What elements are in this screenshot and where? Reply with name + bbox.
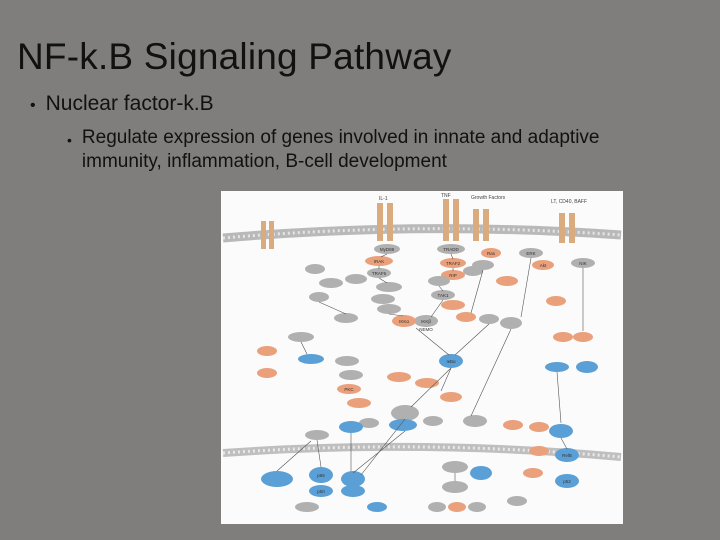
node-label: TAK1 (438, 293, 449, 298)
receptor-label: TNF (441, 193, 451, 199)
node-label: p65 (317, 473, 325, 478)
pathway-edges (276, 253, 584, 481)
receptor-label: IL-1 (379, 196, 388, 202)
node-label: Ras (487, 251, 496, 256)
node-label: ERK (526, 251, 535, 256)
bullet-dot-icon: • (67, 132, 72, 148)
pathway-diagram: IL-1 TNF Growth Factors LT, CD40, BAFF (221, 191, 623, 524)
receptors (261, 199, 575, 249)
node-label: p50 (317, 489, 325, 494)
node-label: IKKβ (421, 319, 431, 324)
node-label: RIP (449, 273, 457, 278)
receptor-label: LT, CD40, BAFF (551, 199, 587, 205)
cell-membrane (222, 224, 622, 243)
bullet-dot-icon: • (30, 97, 36, 114)
bullet-text: Nuclear factor-k.B (45, 92, 214, 115)
node-label: IKKα (399, 319, 409, 324)
pathway-diagram-svg: IL-1 TNF Growth Factors LT, CD40, BAFF (222, 193, 622, 512)
node-label: TRAF2 (446, 261, 461, 266)
bullet-level-2: • Regulate expression of genes involved … (67, 126, 627, 174)
signaling-nodes (257, 244, 598, 512)
node-label: MyD88 (380, 247, 395, 252)
node-label: NIK (579, 261, 587, 266)
bullet-level-1: • Nuclear factor-k.B (30, 92, 214, 116)
slide-title: NF-k.B Signaling Pathway (17, 36, 452, 77)
node-label: RelB (562, 453, 572, 458)
node-labels: MyD88 TRADD IRAK TRAF2 TRAF6 RIP TAK1 IK… (317, 247, 587, 494)
node-label: TRADD (443, 247, 459, 252)
node-label: Akt (540, 263, 547, 268)
node-label: IRAK (374, 259, 385, 264)
node-label: TRAF6 (372, 271, 387, 276)
node-label: p52 (563, 479, 571, 484)
bullet-text: Regulate expression of genes involved in… (81, 127, 600, 172)
node-label: IκBα (446, 359, 456, 364)
node-label: PKC (344, 387, 354, 392)
receptor-labels: IL-1 TNF Growth Factors LT, CD40, BAFF (379, 193, 587, 205)
node-label: NEMO (419, 327, 433, 332)
receptor-label: Growth Factors (471, 195, 506, 201)
